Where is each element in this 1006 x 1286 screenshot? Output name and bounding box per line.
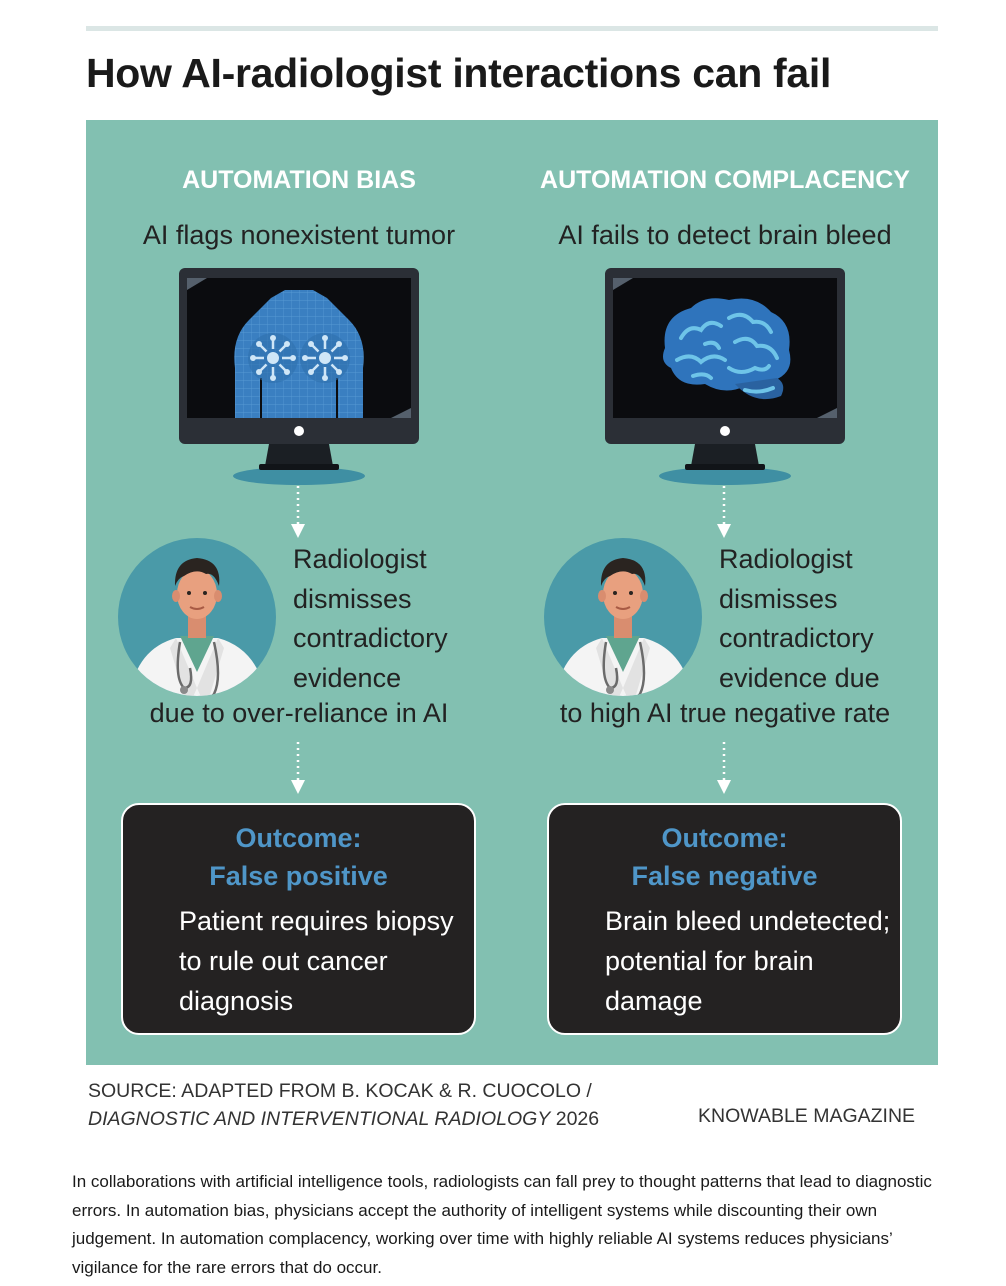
down-arrow-icon xyxy=(289,484,307,540)
down-arrow-icon xyxy=(289,740,307,796)
brain-scan-icon xyxy=(663,298,791,400)
outcome-box-false-negative: Outcome: False negative Brain bleed unde… xyxy=(547,803,902,1035)
reason-text-tail: to high AI true negative rate xyxy=(559,698,891,728)
figure-caption: In collaborations with artificial intell… xyxy=(72,1172,932,1277)
column-automation-complacency: AUTOMATION COMPLACENCY AI fails to detec… xyxy=(512,120,938,1065)
outcome-title: Outcome: False negative xyxy=(549,819,900,895)
outcome-description: Brain bleed undetected; potential for br… xyxy=(605,906,891,1016)
column-automation-bias: AUTOMATION BIAS AI flags nonexistent tum… xyxy=(86,120,512,1065)
column-heading: AUTOMATION COMPLACENCY xyxy=(540,166,910,194)
outcome-title: Outcome: False positive xyxy=(123,819,474,895)
radiologist-avatar xyxy=(544,538,702,696)
reason-text: Radiologist dismisses contradictory evid… xyxy=(293,544,448,693)
top-rule xyxy=(86,26,938,31)
outcome-type: False negative xyxy=(631,861,818,891)
down-arrow-icon xyxy=(715,740,733,796)
outcome-label: Outcome: xyxy=(661,823,788,853)
down-arrow-icon xyxy=(715,484,733,540)
scenario-text: AI flags nonexistent tumor xyxy=(142,220,456,250)
infographic-panel: AUTOMATION BIAS AI flags nonexistent tum… xyxy=(86,120,938,1065)
outcome-type: False positive xyxy=(209,861,388,891)
reason-text-tail: due to over-reliance in AI xyxy=(149,698,449,728)
publisher-credit: KNOWABLE MAGAZINE xyxy=(698,1105,916,1127)
reason-text: Radiologist dismisses contradictory evid… xyxy=(719,544,880,693)
column-heading: AUTOMATION BIAS xyxy=(182,166,416,194)
source-journal-line: DIAGNOSTIC AND INTERVENTIONAL RADIOLOGY … xyxy=(88,1105,599,1133)
scenario-text: AI fails to detect brain bleed xyxy=(558,220,892,250)
chest-scan-icon xyxy=(234,290,364,418)
page-title: How AI-radiologist interactions can fail xyxy=(86,50,832,96)
outcome-box-false-positive: Outcome: False positive Patient requires… xyxy=(121,803,476,1035)
source-citation: SOURCE: ADAPTED FROM B. KOCAK & R. CUOCO… xyxy=(88,1077,599,1133)
outcome-label: Outcome: xyxy=(235,823,362,853)
monitor-chest-scan xyxy=(179,268,419,485)
outcome-description: Patient requires biopsy to rule out canc… xyxy=(179,906,454,1016)
source-line: SOURCE: ADAPTED FROM B. KOCAK & R. CUOCO… xyxy=(88,1080,592,1102)
source-journal: DIAGNOSTIC AND INTERVENTIONAL RADIOLOGY xyxy=(88,1108,551,1130)
source-year: 2026 xyxy=(555,1108,600,1130)
monitor-brain-scan xyxy=(605,268,845,485)
radiologist-avatar xyxy=(118,538,276,696)
